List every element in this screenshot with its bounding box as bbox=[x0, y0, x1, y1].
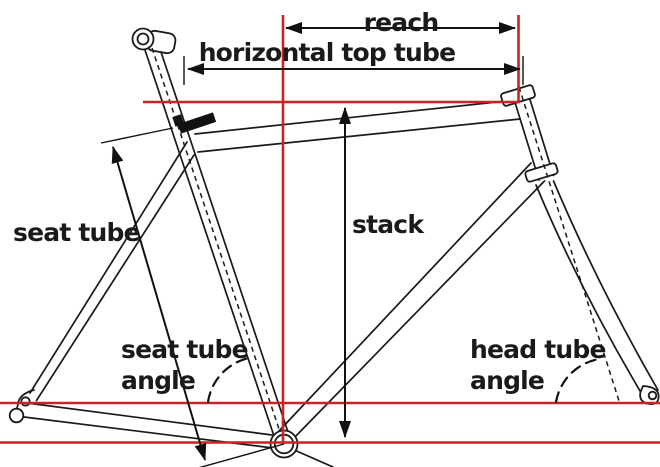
fork-outline bbox=[535, 180, 659, 397]
headset-lower-cup bbox=[524, 162, 559, 183]
head-tube-angle-arc bbox=[554, 357, 601, 404]
steering-axis-line bbox=[518, 86, 621, 405]
bicycle-frame-outline bbox=[8, 27, 660, 467]
top-tube-outline bbox=[194, 99, 521, 153]
seat-tube-top-extension-line bbox=[100, 127, 174, 144]
svg-text:seat tube: seat tube bbox=[121, 335, 248, 364]
svg-text:angle: angle bbox=[121, 366, 195, 395]
dimension-arrows bbox=[100, 22, 524, 467]
seat-tube-angle-label: seat tube angle bbox=[121, 335, 249, 395]
seat-tube-angle-arc bbox=[206, 356, 251, 404]
seatpost-head bbox=[131, 27, 177, 55]
reach-label: reach bbox=[364, 8, 439, 37]
angle-arcs bbox=[206, 356, 601, 404]
seat-tube-dimension-arrow bbox=[111, 146, 207, 461]
crank-line bbox=[291, 448, 334, 467]
stack-label: stack bbox=[352, 210, 425, 239]
horizontal-top-tube-label: horizontal top tube bbox=[199, 38, 456, 67]
head-tube-outline bbox=[512, 90, 555, 181]
seat-clamp-band bbox=[172, 112, 217, 134]
down-tube-outline bbox=[278, 162, 546, 441]
svg-text:head tube: head tube bbox=[470, 335, 606, 364]
diagram-labels: reach horizontal top tube seat tube stac… bbox=[13, 8, 606, 395]
reference-lines bbox=[0, 15, 660, 444]
seat-tube-axis-line bbox=[151, 47, 281, 433]
head-tube-angle-label: head tube angle bbox=[470, 335, 606, 395]
svg-text:angle: angle bbox=[470, 366, 544, 395]
seat-tube-label: seat tube bbox=[13, 218, 140, 247]
front-dropout bbox=[639, 385, 660, 405]
seat-tube-bottom-extension-line bbox=[198, 443, 285, 467]
seat-tube-outline bbox=[144, 45, 292, 446]
